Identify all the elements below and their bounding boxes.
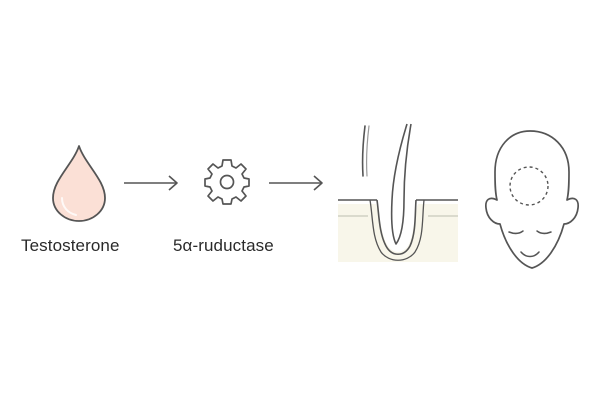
enzyme-label: 5α-ruductase [173,236,274,255]
hair-follicle-icon [338,123,458,262]
testosterone-label: Testosterone [21,236,120,255]
droplet-icon [52,145,106,222]
head-crown-icon [485,130,579,269]
gear-icon [204,159,250,205]
arrow-right-icon [124,175,178,191]
arrow-right-icon [269,175,323,191]
